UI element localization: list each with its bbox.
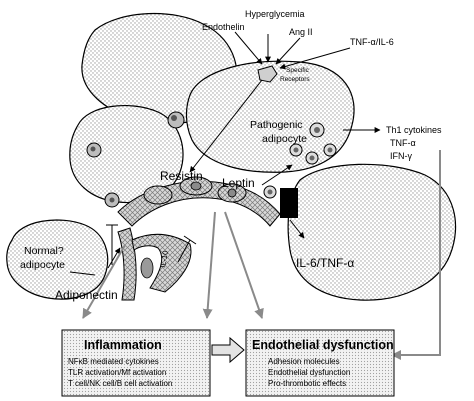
- label-ang-ii: Ang II: [289, 27, 313, 37]
- label-pathogenic-adipocyte: adipocyte: [262, 133, 307, 145]
- macrophage-icon-left: [86, 142, 102, 158]
- arrow-adiponectin-vessel: [107, 247, 121, 269]
- arrow-to-il6: [289, 219, 305, 239]
- block-arrow-right: [211, 336, 245, 364]
- inhibit-il10: [177, 239, 191, 263]
- endothelial-item-2: Endothelial dysfunction: [268, 368, 350, 377]
- label-endothelin: Endothelin: [202, 22, 245, 32]
- vessel-left-column: [117, 227, 137, 301]
- t-cell-icon-1: [309, 122, 325, 138]
- label-tnf-a: TNF-α: [390, 138, 416, 148]
- gray-arrow-center-1: [202, 211, 216, 319]
- label-leptin: Leptin: [222, 176, 255, 190]
- label-specific: Specific: [286, 67, 310, 74]
- label-il10: IL-10: [158, 250, 170, 268]
- inflammation-box: [61, 329, 211, 397]
- t-cell-icon-5: [263, 185, 277, 199]
- label-normal: Normal?: [24, 245, 64, 257]
- vessel-nucleus-3: [140, 257, 154, 279]
- label-normal-adipocyte: adipocyte: [20, 259, 65, 271]
- vessel-lower-wall: [131, 234, 192, 293]
- adipocyte-normal: [6, 219, 109, 300]
- adipocyte-right: [287, 163, 457, 301]
- label-receptors: Receptors: [280, 76, 310, 83]
- label-pathogenic: Pathogenic: [250, 119, 303, 131]
- gray-arrow-left: [82, 244, 126, 319]
- endothelial-box: [245, 329, 395, 397]
- label-ifn-g: IFN-γ: [390, 151, 412, 161]
- inflammation-item-1: NFκB mediated cytokines: [68, 357, 159, 366]
- label-il6-tnf: IL-6/TNF-α: [296, 256, 354, 270]
- inflammation-item-3: T cell/NK cell/B cell activation: [68, 379, 172, 388]
- gray-arrow-th1: [391, 150, 441, 360]
- macrophage-icon-top: [167, 111, 185, 129]
- endothelial-title: Endothelial dysfunction: [252, 338, 394, 352]
- endothelial-item-3: Pro-thrombotic effects: [268, 379, 346, 388]
- inflammation-item-2: TLR activation/Mf activation: [68, 368, 166, 377]
- label-hyperglycemia: Hyperglycemia: [245, 9, 305, 19]
- arrow-receptor-resistin: [189, 79, 263, 173]
- label-resistin: Resistin: [160, 169, 203, 183]
- arrow-tnf-il6: [279, 47, 351, 70]
- arrow-endothelin: [234, 31, 263, 65]
- arrow-ang-ii: [275, 37, 301, 65]
- inflammation-title: Inflammation: [84, 338, 162, 352]
- t-cell-icon-4: [323, 143, 337, 157]
- label-adiponectin: Adiponectin: [55, 288, 118, 302]
- gray-arrow-center-2: [224, 211, 264, 319]
- inhibit-il10-bar: [183, 235, 197, 245]
- endothelial-item-1: Adhesion molecules: [268, 357, 340, 366]
- vessel-cell-1: [143, 185, 173, 205]
- vessel-nucleus-1: [190, 181, 202, 191]
- label-th1: Th1 cytokines: [386, 125, 442, 135]
- specific-receptor-icon: [257, 65, 278, 83]
- receptor-block-icon: [280, 188, 298, 218]
- macrophage-icon-vessel: [104, 192, 120, 208]
- label-tnf-il6-top: TNF-α/IL-6: [350, 37, 394, 47]
- t-cell-icon-2: [289, 143, 303, 157]
- vessel-nucleus-2: [227, 188, 237, 198]
- t-cell-icon-3: [305, 151, 319, 165]
- arrow-leptin-right: [261, 164, 293, 186]
- arrow-normal-adiponectin: [69, 271, 96, 276]
